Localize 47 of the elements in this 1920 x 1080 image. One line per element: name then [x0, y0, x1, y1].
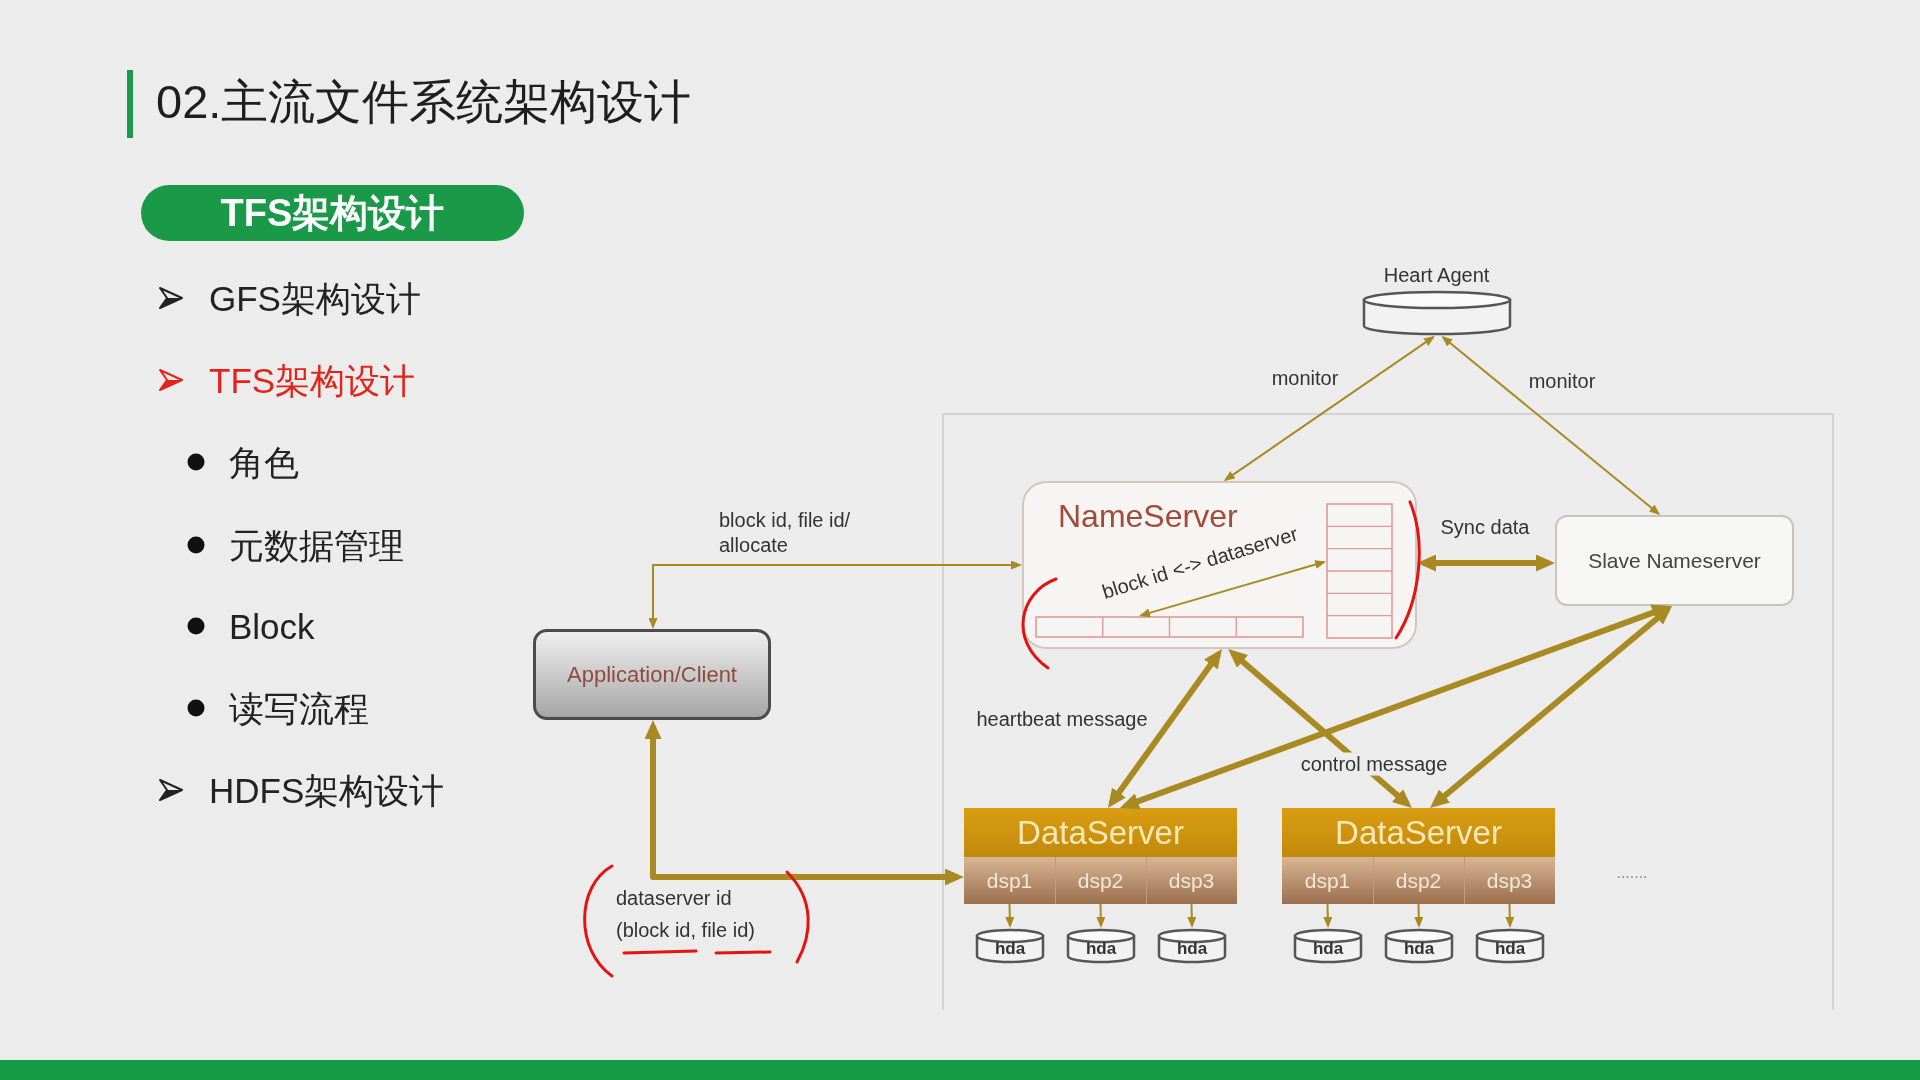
table-grid — [1035, 616, 1304, 638]
arrow — [1187, 903, 1197, 928]
list-item: GFS架构设计 — [209, 277, 421, 320]
partition-cell: dsp2 — [1055, 857, 1146, 904]
server-block — [964, 808, 1237, 904]
double-arrow — [1430, 605, 1673, 809]
disk-cylinder: hda — [1384, 928, 1454, 964]
double-arrow — [1228, 648, 1412, 809]
server-box: Slave Nameserver — [1555, 515, 1794, 606]
disk-cylinder: hda — [1293, 928, 1363, 964]
server-title: DataServer — [1335, 813, 1502, 853]
slide-title: 02.主流文件系统架构设计 — [156, 74, 692, 130]
arrow — [1323, 903, 1333, 928]
server-title: DataServer — [1017, 813, 1184, 853]
arrow — [1005, 903, 1015, 928]
client-box: Application/Client — [533, 629, 771, 720]
double-arrow — [648, 560, 1022, 629]
list-item: 读写流程 — [229, 687, 369, 730]
list-item: 元数据管理 — [229, 524, 404, 567]
disk-cylinder: hda — [1157, 928, 1227, 964]
partition-cell: dsp3 — [1146, 857, 1237, 904]
list-item: TFS架构设计 — [209, 359, 416, 402]
double-arrow — [1441, 336, 1661, 515]
list-item: HDFS架构设计 — [209, 769, 445, 812]
list-item: 角色 — [229, 441, 299, 484]
disk-cylinder: hda — [975, 928, 1045, 964]
partition-cell: dsp3 — [1464, 857, 1555, 904]
disk-cylinder: hda — [1475, 928, 1545, 964]
partition-cell: dsp2 — [1373, 857, 1464, 904]
double-arrow — [644, 720, 964, 886]
server-block — [1282, 808, 1555, 904]
arrow — [1414, 903, 1424, 928]
double-arrow — [1223, 335, 1435, 482]
arrow — [1505, 903, 1515, 928]
double-arrow — [1119, 604, 1671, 810]
partition-cell: dsp1 — [964, 857, 1055, 904]
double-arrow — [1107, 649, 1222, 808]
ellipsis-text: ....... — [1616, 862, 1648, 883]
double-arrow — [1417, 554, 1555, 572]
partition-cell: dsp1 — [1282, 857, 1373, 904]
arrow — [1096, 903, 1106, 928]
double-arrow — [1139, 560, 1326, 618]
list-item: Block — [229, 605, 315, 648]
disk-cylinder: hda — [1066, 928, 1136, 964]
table-grid — [1326, 503, 1393, 639]
section-pill: TFS架构设计 — [141, 185, 524, 241]
server-box — [1022, 481, 1417, 649]
